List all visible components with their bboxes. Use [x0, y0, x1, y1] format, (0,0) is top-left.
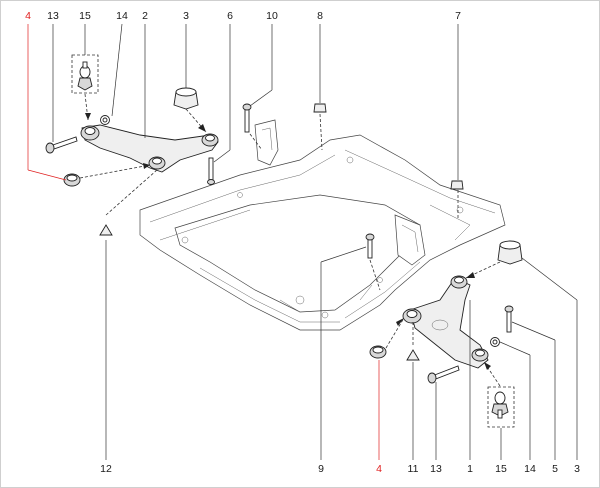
callout-10-top: 10: [266, 10, 278, 22]
rear-bushing-top: [63, 173, 81, 187]
bolt-top: [45, 136, 78, 154]
nut-8: [313, 103, 327, 113]
callout-9-bottom: 9: [318, 463, 324, 475]
callout-3-bottom: 3: [574, 463, 580, 475]
washer-top: [100, 115, 110, 125]
callout-7-top: 7: [455, 10, 461, 22]
callout-14-bottom: 14: [524, 463, 536, 475]
callout-labels: 4 13 15 14 2 3 6 10 8 7 12 9 4 11 13 1 1…: [25, 10, 580, 475]
rear-bushing-bottom: [369, 345, 387, 359]
control-arm-right: [402, 275, 489, 369]
callout-12-bottom: 12: [100, 463, 112, 475]
callout-13-bottom: 13: [430, 463, 442, 475]
nut-7: [450, 180, 464, 190]
callout-4-top: 4: [25, 10, 31, 22]
bolt-5: [504, 305, 514, 333]
cap-12: [99, 224, 113, 236]
callout-15-bottom: 15: [495, 463, 507, 475]
callout-14-top: 14: [116, 10, 128, 22]
callout-6-top: 6: [227, 10, 233, 22]
leader-lines: [27, 23, 578, 460]
bushing-top: [173, 87, 199, 110]
bolt-9: [365, 233, 375, 259]
callout-3-top: 3: [183, 10, 189, 22]
callout-11-bottom: 11: [408, 463, 419, 475]
washer-bottom: [490, 337, 500, 347]
subframe-crossmember: [139, 119, 506, 331]
callout-4-bottom: 4: [376, 463, 382, 475]
callout-8-top: 8: [317, 10, 323, 22]
callout-15-top: 15: [79, 10, 91, 22]
ball-joint-top: [71, 54, 99, 94]
bolt-bottom: [427, 365, 460, 384]
bolt-10: [242, 103, 252, 133]
bolt-6: [207, 157, 215, 185]
cap-11: [406, 349, 420, 361]
callout-2-top: 2: [142, 10, 148, 22]
callout-13-top: 13: [47, 10, 59, 22]
ball-joint-bottom: [487, 386, 515, 428]
bushing-bottom: [497, 240, 523, 265]
callout-5-bottom: 5: [552, 463, 558, 475]
callout-1-bottom: 1: [467, 463, 473, 475]
assembly-arrows: [85, 113, 491, 370]
leader-14-top: [111, 23, 123, 117]
control-arm-left: [80, 124, 219, 173]
